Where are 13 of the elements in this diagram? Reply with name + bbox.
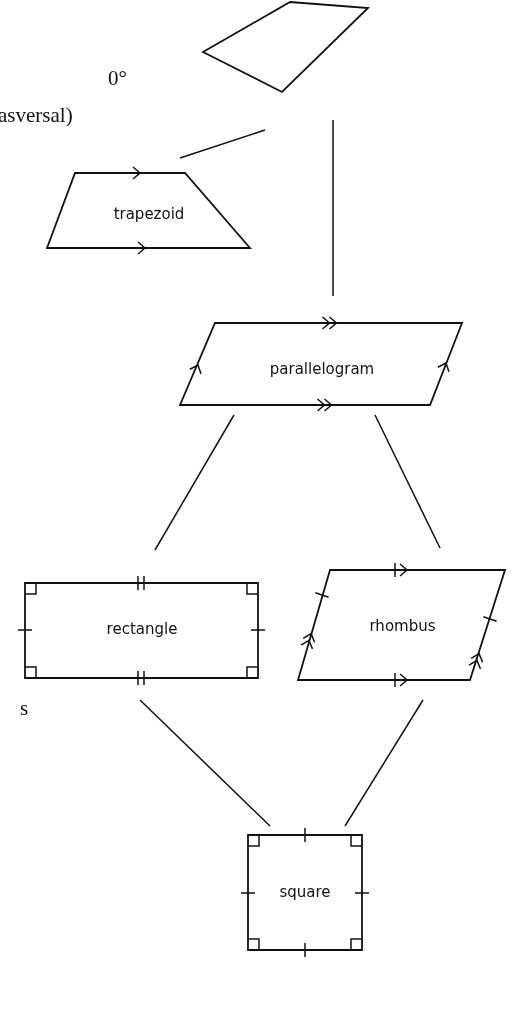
- note-text: s: [20, 696, 29, 721]
- shape-name: trapezoid: [112, 205, 186, 223]
- shape-name: rectangle: [105, 620, 179, 638]
- connector-line: [332, 119, 334, 297]
- connector-line: [179, 129, 266, 159]
- shape-name: parallelogram: [268, 360, 376, 378]
- shape-name: rhombus: [368, 617, 437, 635]
- shape-name: square: [278, 883, 332, 901]
- connector-line: [154, 414, 235, 551]
- connector-line: [374, 414, 441, 549]
- note-text: 0°: [108, 66, 127, 91]
- connector-line: [344, 699, 424, 827]
- connector-line: [139, 699, 271, 827]
